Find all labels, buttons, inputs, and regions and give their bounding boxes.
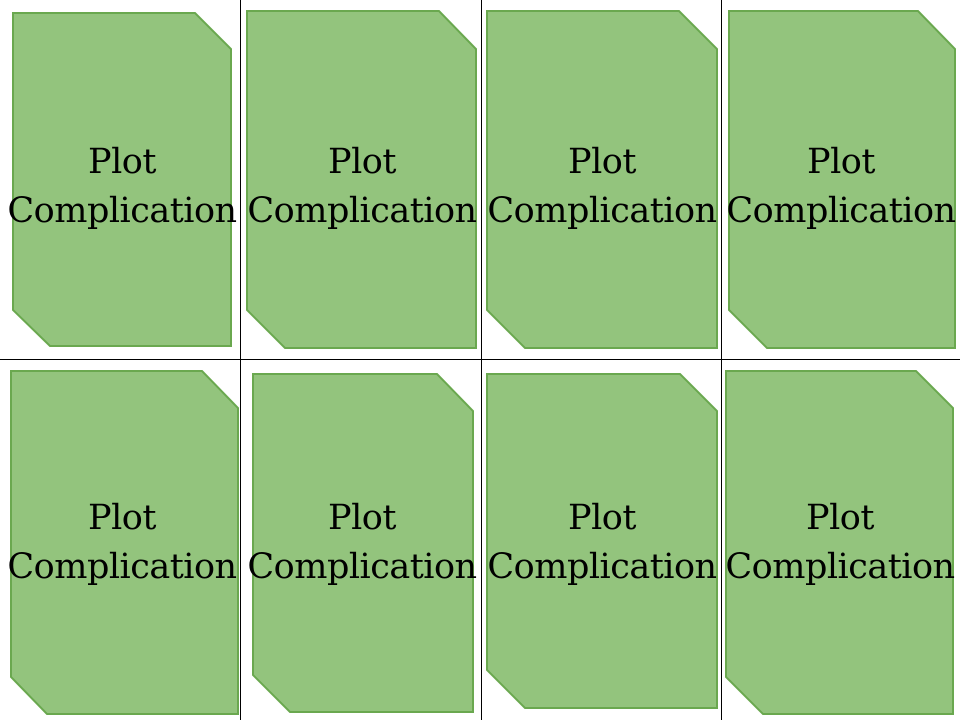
card-title-line-2: Complication xyxy=(247,191,477,231)
card-label-5: Plot Complication xyxy=(2,493,242,593)
card-title-line-1: Plot xyxy=(806,498,874,538)
card-title-line-1: Plot xyxy=(568,142,636,182)
card-title-line-1: Plot xyxy=(568,498,636,538)
grid-line-vertical-1 xyxy=(240,0,241,720)
grid-line-vertical-3 xyxy=(721,0,722,720)
card-shape-5 xyxy=(10,370,239,715)
card-title-line-1: Plot xyxy=(807,142,875,182)
card-label-2: Plot Complication xyxy=(242,137,482,237)
card-label-7: Plot Complication xyxy=(482,493,722,593)
card-shape-2 xyxy=(246,10,477,349)
card-title-line-2: Complication xyxy=(487,191,717,231)
card-title-line-2: Complication xyxy=(726,191,956,231)
card-title-line-2: Complication xyxy=(247,547,477,587)
card-shape-7 xyxy=(486,373,718,709)
card-title-line-2: Complication xyxy=(725,547,955,587)
card-label-6: Plot Complication xyxy=(242,493,482,593)
card-shape-3 xyxy=(486,10,718,349)
card-label-4: Plot Complication xyxy=(722,137,960,237)
grid-line-vertical-2 xyxy=(481,0,482,720)
card-title-line-1: Plot xyxy=(328,142,396,182)
card-label-8: Plot Complication xyxy=(720,493,960,593)
card-shape-4 xyxy=(728,10,956,349)
card-title-line-1: Plot xyxy=(88,498,156,538)
card-shape-1 xyxy=(12,12,232,347)
card-title-line-2: Complication xyxy=(487,547,717,587)
card-title-line-1: Plot xyxy=(328,498,396,538)
card-shape-6 xyxy=(252,373,474,713)
card-title-line-2: Complication xyxy=(7,191,237,231)
card-shape-8 xyxy=(725,370,954,715)
card-label-1: Plot Complication xyxy=(2,137,242,237)
card-title-line-1: Plot xyxy=(88,142,156,182)
grid-line-horizontal xyxy=(0,359,960,360)
card-label-3: Plot Complication xyxy=(482,137,722,237)
card-title-line-2: Complication xyxy=(7,547,237,587)
